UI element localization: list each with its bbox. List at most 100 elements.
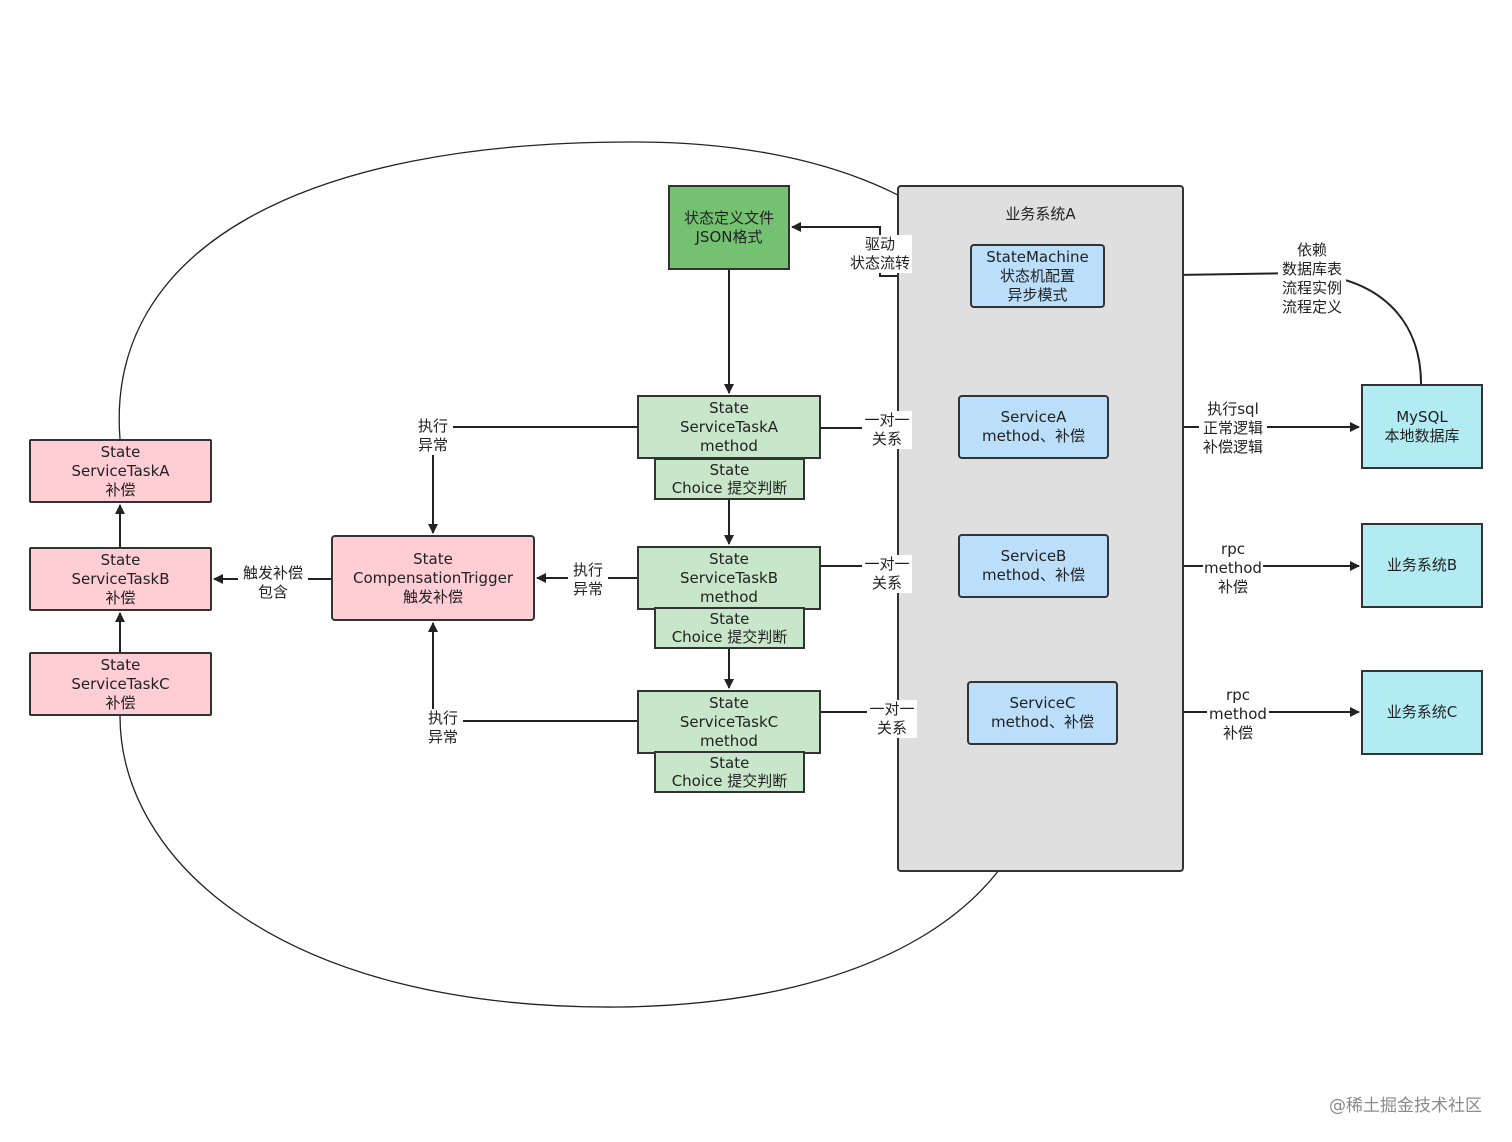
text-line: method	[700, 731, 758, 750]
text-line: 补偿	[1217, 578, 1248, 596]
text-line: 异常	[572, 580, 603, 598]
text-line: Choice 提交判断	[671, 479, 788, 497]
text-line: 本地数据库	[1384, 426, 1460, 445]
text-line: ServiceTaskB	[71, 569, 170, 588]
text-line: 包含	[257, 583, 288, 601]
text-line: ServiceTaskC	[679, 712, 779, 731]
exception-a-label: 执行异常	[413, 417, 453, 455]
text-line: 补偿	[105, 588, 136, 607]
text-line: 关系	[871, 430, 902, 448]
text-line: 一对一	[869, 700, 915, 718]
text-line: ServiceTaskA	[679, 417, 779, 436]
text-line: ServiceB	[1000, 547, 1067, 565]
text-line: method	[1209, 705, 1267, 723]
edge-task-c-exception	[428, 622, 637, 722]
text-line: CompensationTrigger	[353, 568, 513, 587]
text-line: State	[709, 461, 750, 479]
text-line: ServiceTaskC	[71, 674, 170, 693]
text-line: 流程定义	[1281, 298, 1342, 316]
text-line: method	[700, 587, 758, 606]
text-line: 流程实例	[1281, 279, 1342, 297]
text-line: JSON格式	[695, 227, 763, 246]
text-line: 状态定义文件	[683, 208, 774, 227]
text-line: 一对一	[864, 555, 910, 573]
container-title: 业务系统A	[1005, 205, 1076, 223]
text-line: rpc	[1226, 686, 1250, 704]
text-line: 补偿	[105, 480, 136, 499]
text-line: 关系	[876, 719, 907, 737]
exception-b-label: 执行异常	[568, 561, 608, 599]
text-line: ServiceTaskA	[71, 461, 170, 480]
one-to-one-c-label: 一对一关系	[867, 700, 917, 738]
text-line: StateMachine	[986, 247, 1089, 266]
text-line: State	[709, 549, 749, 568]
watermark: @稀土掘金技术社区	[1329, 1096, 1482, 1116]
text-line: State	[709, 693, 749, 712]
one-to-one-b-label: 一对一关系	[862, 555, 912, 593]
business-system-c-node[interactable]: 业务系统C	[1361, 670, 1483, 755]
text-line: 补偿	[1222, 724, 1253, 742]
text-line: method、补偿	[982, 566, 1085, 584]
text-line: ServiceC	[1009, 694, 1076, 712]
text-line: method	[1204, 559, 1262, 577]
text-line: State	[100, 655, 141, 674]
text-line: method、补偿	[982, 427, 1085, 445]
text-line: 触发补偿	[242, 564, 303, 582]
text-line: 关系	[871, 574, 902, 592]
text-line: State	[709, 754, 750, 772]
text-line: ServiceA	[1000, 408, 1067, 426]
text-line: 正常逻辑	[1202, 419, 1263, 437]
drive-label: 驱动状态流转	[848, 235, 912, 273]
text-line: State	[100, 550, 141, 569]
text-line: method	[700, 436, 758, 455]
text-line: 补偿逻辑	[1202, 438, 1263, 456]
text-line: 状态机配置	[999, 266, 1075, 285]
text-line: 异常	[417, 436, 448, 454]
text-line: State	[709, 398, 749, 417]
text-line: Choice 提交判断	[671, 628, 788, 646]
text-line: 业务系统C	[1386, 703, 1458, 721]
text-line: 补偿	[105, 693, 136, 712]
text-line: MySQL	[1396, 407, 1448, 426]
exception-c-label: 执行异常	[423, 709, 463, 747]
business-system-b-node[interactable]: 业务系统B	[1361, 523, 1483, 608]
text-line: 业务系统B	[1386, 556, 1458, 574]
text-line: Choice 提交判断	[671, 772, 788, 790]
text-line: method、补偿	[991, 713, 1094, 731]
text-line: 状态流转	[849, 254, 910, 272]
text-line: 执行	[572, 561, 603, 579]
text-line: 一对一	[864, 411, 910, 429]
text-line: State	[413, 549, 453, 568]
text-line: rpc	[1221, 540, 1245, 558]
text-line: State	[100, 442, 141, 461]
text-line: 触发补偿	[402, 587, 463, 606]
text-line: 执行	[427, 709, 458, 727]
depend-label: 依赖数据库表流程实例流程定义	[1278, 241, 1346, 317]
one-to-one-a-label: 一对一关系	[862, 411, 912, 449]
curve-loop-bottom	[119, 715, 1048, 1008]
text-line: 数据库表	[1281, 260, 1342, 278]
text-line: 执行	[417, 417, 448, 435]
text-line: 驱动	[864, 235, 895, 253]
edge-task-a-exception	[428, 426, 637, 534]
trigger-compensation-label: 触发补偿包含	[238, 564, 308, 602]
